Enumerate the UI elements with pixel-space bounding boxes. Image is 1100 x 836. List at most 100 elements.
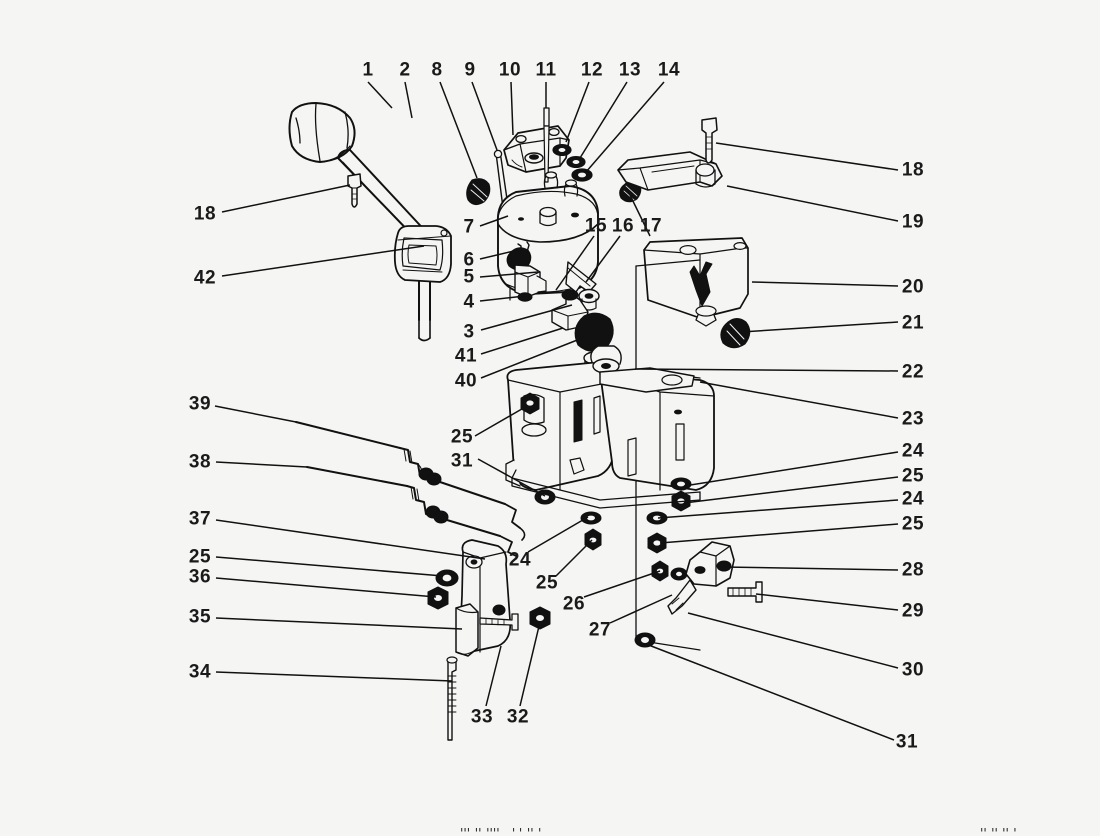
callout-leader-38 bbox=[215, 461, 308, 468]
part-washer-24-mid bbox=[580, 511, 602, 525]
part-nut-25-housing bbox=[520, 392, 540, 415]
callout-number-25: 25 bbox=[901, 465, 925, 487]
callout-leader-21 bbox=[740, 321, 899, 333]
part-shift-knob bbox=[288, 102, 356, 163]
callout-number-18: 18 bbox=[193, 203, 217, 225]
bottom-text-fragment: — — — — bbox=[55, 828, 118, 832]
part-spring-8 bbox=[466, 178, 491, 206]
callout-leader-18 bbox=[221, 184, 351, 213]
callout-number-12: 12 bbox=[580, 59, 604, 81]
callout-leader-lines bbox=[214, 81, 899, 741]
callout-number-3: 3 bbox=[463, 321, 475, 343]
callout-number-39: 39 bbox=[188, 393, 212, 415]
part-pivot-3 bbox=[551, 289, 589, 331]
callout-number-10: 10 bbox=[498, 59, 522, 81]
callout-leader-3 bbox=[480, 304, 573, 331]
part-pin-11 bbox=[543, 107, 550, 183]
callout-leader-31 bbox=[477, 458, 546, 497]
callout-number-6: 6 bbox=[463, 249, 475, 271]
parts-artwork-group bbox=[288, 102, 763, 741]
callout-leader-19 bbox=[726, 185, 899, 222]
callout-number-22: 22 bbox=[901, 361, 925, 383]
callout-leader-13 bbox=[579, 81, 628, 159]
callout-number-21: 21 bbox=[901, 312, 925, 334]
callout-number-42: 42 bbox=[193, 267, 217, 289]
callout-leader-5 bbox=[479, 271, 539, 278]
part-lever-15 bbox=[565, 261, 597, 293]
callout-number-30: 30 bbox=[901, 659, 925, 681]
part-bracket-20 bbox=[643, 237, 749, 327]
callout-leader-34 bbox=[215, 671, 453, 682]
callout-leader-9 bbox=[471, 81, 498, 151]
callout-number-27: 27 bbox=[588, 619, 612, 641]
callout-number-14: 14 bbox=[657, 59, 681, 81]
part-base-sheet bbox=[511, 469, 701, 509]
callout-number-13: 13 bbox=[618, 59, 642, 81]
callout-number-7: 7 bbox=[463, 216, 475, 238]
callout-leader-32 bbox=[519, 621, 541, 707]
callout-number-38: 38 bbox=[188, 451, 212, 473]
callout-leader-40 bbox=[480, 334, 591, 379]
callout-leader-29 bbox=[755, 593, 899, 611]
callout-number-33: 33 bbox=[470, 706, 494, 728]
callout-number-11: 11 bbox=[535, 59, 557, 81]
part-washer-13 bbox=[566, 156, 586, 169]
callout-number-2: 2 bbox=[399, 59, 411, 81]
callout-number-25: 25 bbox=[901, 513, 925, 535]
callout-number-23: 23 bbox=[901, 408, 925, 430]
callout-number-37: 37 bbox=[188, 508, 212, 530]
callout-number-17: 17 bbox=[639, 215, 663, 237]
callout-number-28: 28 bbox=[901, 559, 925, 581]
callout-leader-31 bbox=[645, 643, 895, 741]
part-bolt-18-left bbox=[347, 173, 362, 208]
callout-leader-25 bbox=[659, 523, 899, 544]
callout-leader-39 bbox=[214, 405, 297, 423]
callout-leader-4 bbox=[479, 295, 526, 302]
callout-leader-30 bbox=[687, 612, 899, 669]
bottom-text-fragment: |||"||"||||· ·| |"||·| bbox=[460, 828, 541, 832]
callout-number-41: 41 bbox=[454, 345, 478, 367]
callout-number-31: 31 bbox=[895, 731, 919, 753]
callout-number-25: 25 bbox=[188, 546, 212, 568]
callout-leader-15 bbox=[555, 235, 595, 291]
part-cable-38 bbox=[306, 466, 517, 557]
callout-leader-16 bbox=[585, 235, 621, 283]
callout-number-34: 34 bbox=[188, 661, 212, 683]
part-washer-25-left bbox=[435, 569, 459, 587]
part-bushing-21 bbox=[720, 318, 751, 349]
part-upper-bracket-10 bbox=[503, 125, 570, 173]
part-nut-25-b bbox=[647, 532, 667, 554]
callout-leader-10 bbox=[510, 81, 514, 136]
callout-leader-25 bbox=[215, 556, 444, 577]
part-threaded-rod-34 bbox=[446, 656, 458, 741]
bottom-text-fragment: ||·||·||·| bbox=[980, 828, 1017, 832]
callout-number-24: 24 bbox=[508, 549, 532, 571]
callout-number-25: 25 bbox=[450, 426, 474, 448]
callout-leader-35 bbox=[215, 617, 463, 630]
callout-leader-18 bbox=[715, 142, 899, 171]
callout-number-36: 36 bbox=[188, 566, 212, 588]
callout-number-5: 5 bbox=[463, 266, 475, 288]
callout-leader-37 bbox=[215, 519, 486, 560]
bottom-cropped-text: — — — — —|||"||"||||· ·| |"||·|——||·||·|… bbox=[0, 828, 1100, 836]
bottom-text-fragment: — bbox=[285, 828, 298, 832]
part-washer-30 bbox=[634, 632, 656, 648]
part-main-housing-23 bbox=[505, 345, 715, 491]
bottom-text-fragment: — bbox=[730, 828, 743, 832]
callout-leader-25 bbox=[474, 405, 528, 437]
callout-leader-1 bbox=[367, 81, 393, 109]
part-washer-24-a bbox=[670, 477, 692, 491]
callout-leader-24 bbox=[527, 516, 589, 553]
part-lever-bracket-42 bbox=[393, 225, 452, 283]
callout-leader-14 bbox=[585, 81, 665, 173]
callout-number-29: 29 bbox=[901, 600, 925, 622]
part-bolt-18-right bbox=[701, 117, 718, 164]
callout-number-24: 24 bbox=[901, 488, 925, 510]
callout-leader-23 bbox=[699, 381, 899, 419]
callout-leader-25 bbox=[555, 539, 593, 577]
callout-leader-20 bbox=[751, 281, 899, 287]
callout-number-9: 9 bbox=[464, 59, 476, 81]
callout-number-20: 20 bbox=[901, 276, 925, 298]
